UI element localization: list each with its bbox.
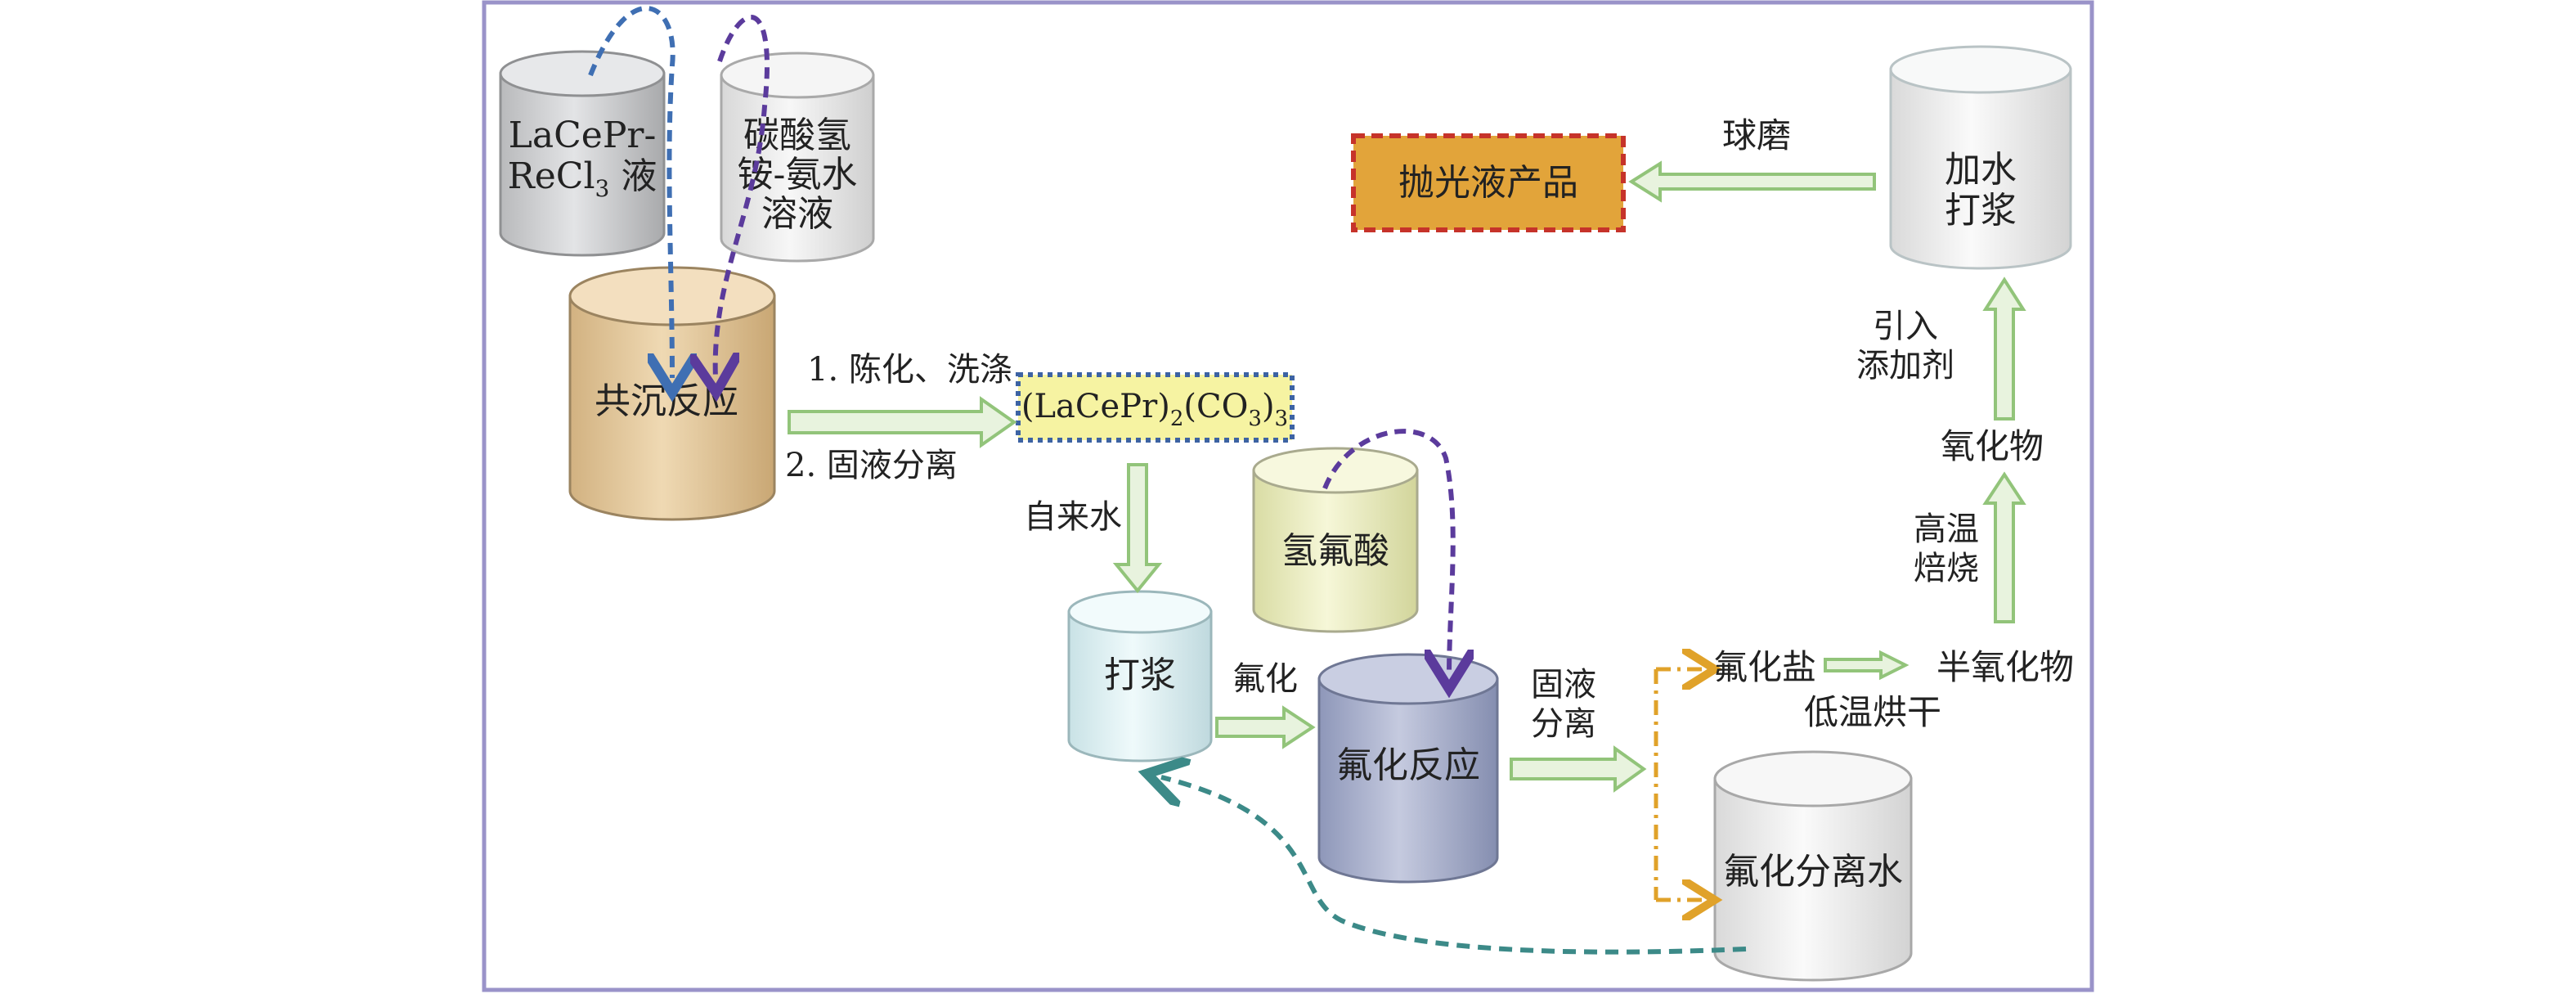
arrow-salt-to-semioxide	[1824, 650, 1910, 681]
separation-water-tank: 氟化分离水	[1713, 750, 1913, 982]
semi-oxide-label: 半氧化物	[1936, 647, 2074, 687]
arrow-semioxide-to-oxide	[1982, 471, 2026, 623]
product-label: 抛光液产品	[1398, 162, 1578, 204]
product-box: 抛光液产品	[1351, 133, 1626, 232]
oxide-label: 氧化物	[1941, 426, 2044, 466]
additive-label-line1: 引入	[1873, 308, 1938, 345]
high-temp-label-line1: 高温	[1914, 510, 1979, 548]
step1-label: 1. 陈化、洗涤	[807, 351, 1012, 389]
lacepr-label-line1: LaCePr-	[509, 115, 657, 156]
low-temp-dry-label: 低温烘干	[1804, 692, 1941, 732]
dashed-arrow-hf-to-fluorination	[1322, 429, 1453, 674]
hf-label: 氢氟酸	[1281, 530, 1389, 572]
bicarb-label-line3: 溶液	[761, 193, 833, 235]
slurry-tank: 打浆	[1067, 590, 1213, 762]
ammonium-bicarbonate-tank: 碳酸氢 铵-氨水 溶液	[720, 52, 875, 263]
add-water-label-line1: 加水	[1945, 149, 2017, 191]
step2-label: 2. 固液分离	[785, 447, 958, 484]
lacepr-label-line2: ReCl3 液	[508, 155, 657, 202]
arrow-addwater-to-product	[1628, 160, 1876, 203]
coprecip-label: 共沉反应	[595, 380, 738, 422]
ball-mill-label: 球磨	[1722, 115, 1791, 155]
separation-label-line1: 固液	[1531, 666, 1596, 704]
lacepr-recl3-tank: LaCePr- ReCl3 液	[499, 50, 666, 257]
dashed-arrow-bicarb-to-coprecip	[716, 15, 770, 378]
carbonate-formula: (LaCePr)2(CO3)3	[1021, 388, 1288, 431]
fluorination-label: 氟化	[1232, 660, 1298, 698]
slurry-label: 打浆	[1104, 654, 1176, 696]
arrow-fluorination-to-separation	[1510, 745, 1647, 793]
high-temp-label-line2: 焙烧	[1914, 550, 1979, 587]
add-water-label-line2: 打浆	[1945, 190, 2017, 232]
additive-label-line2: 添加剂	[1856, 347, 1954, 385]
add-water-slurry-tank: 加水 打浆	[1889, 45, 2072, 270]
separation-branch	[1654, 669, 1703, 900]
fluoride-salt-label: 氟化盐	[1713, 647, 1816, 687]
hydrofluoric-acid-tank: 氢氟酸	[1252, 447, 1419, 633]
dashed-arrow-water-recycle	[1161, 777, 1747, 955]
fluor-reaction-label: 氟化反应	[1336, 744, 1480, 786]
arrow-oxide-to-addwater	[1982, 277, 2026, 421]
bicarb-label-line2: 铵-氨水	[738, 154, 858, 196]
carbonate-box: (LaCePr)2(CO3)3	[1016, 372, 1295, 443]
dashed-arrow-lacepr-to-coprecip	[588, 6, 673, 378]
separation-label-line2: 分离	[1531, 705, 1596, 743]
arrow-coprecip-to-carbonate	[788, 396, 1017, 448]
sep-water-label: 氟化分离水	[1723, 851, 1903, 893]
arrow-carbonate-to-slurry	[1112, 463, 1163, 594]
arrow-slurry-to-fluorination	[1215, 705, 1316, 749]
fluorination-reaction-tank: 氟化反应	[1317, 653, 1499, 884]
tapwater-label: 自来水	[1024, 498, 1122, 536]
